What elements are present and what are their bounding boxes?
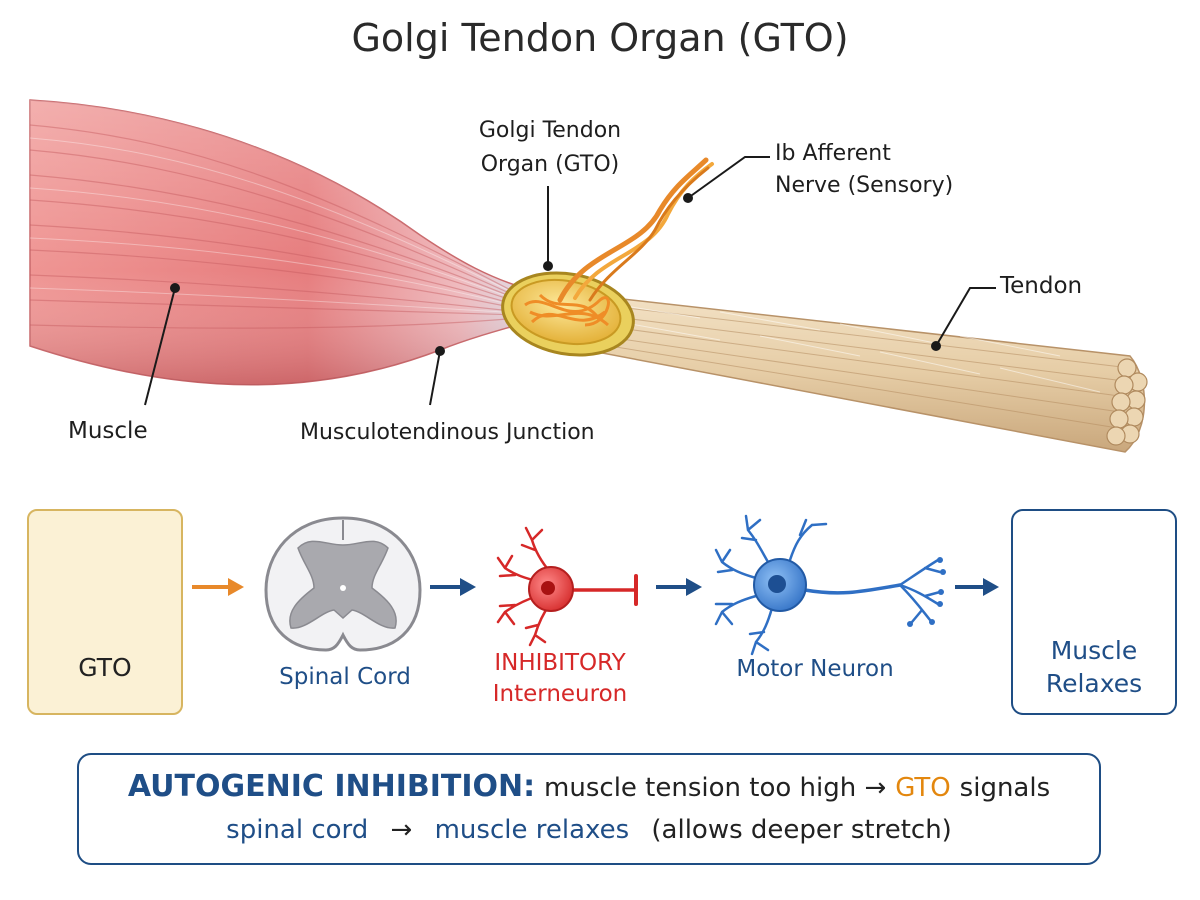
junction-label: Musculotendinous Junction xyxy=(300,420,595,445)
summary-box: AUTOGENIC INHIBITION: muscle tension too… xyxy=(77,753,1101,865)
gto-label: Golgi Tendon Organ (GTO) xyxy=(460,114,640,182)
muscle-relaxes-label: Muscle Relaxes xyxy=(1011,634,1177,700)
summary-gto: GTO xyxy=(895,773,951,803)
summary-arrow: → xyxy=(390,815,413,845)
muscle-relaxes-line2: Relaxes xyxy=(1045,669,1143,698)
gto-label-dot xyxy=(543,261,553,271)
summary-spinal: spinal cord xyxy=(226,815,369,845)
gto-pathway-label: GTO xyxy=(78,653,132,682)
nerve-label-dot xyxy=(683,193,693,203)
nerve-label-line2: Nerve (Sensory) xyxy=(775,173,954,198)
motor-neuron-nucleus xyxy=(768,575,786,593)
muscle-label-dot xyxy=(170,283,180,293)
interneuron-label-line1: INHIBITORY xyxy=(494,650,626,676)
tendon-end-fibers xyxy=(1106,358,1148,446)
interneuron-label-line2: Interneuron xyxy=(492,681,628,707)
summary-heading: AUTOGENIC INHIBITION: xyxy=(127,769,536,804)
gto-pathway-box xyxy=(27,509,183,715)
summary-signals: signals xyxy=(959,773,1051,803)
arrow-gto-to-spinal xyxy=(192,578,244,596)
interneuron-nucleus xyxy=(541,581,555,595)
junction-label-dot xyxy=(435,346,445,356)
arrow-spinal-to-interneuron xyxy=(430,578,476,596)
gto-label-line2: Organ (GTO) xyxy=(480,152,620,177)
gto-capsule-illustration xyxy=(501,271,635,357)
leader-lines xyxy=(144,156,996,406)
muscle-relaxes-box xyxy=(1011,509,1177,715)
tendon-label: Tendon xyxy=(1000,273,1083,299)
nerve-label-line1: Ib Afferent xyxy=(775,141,891,166)
summary-paren: (allows deeper stretch) xyxy=(651,815,952,845)
spinal-cord-icon xyxy=(264,516,422,652)
motor-neuron-icon xyxy=(714,514,942,656)
muscle-label: Muscle xyxy=(68,418,148,444)
summary-line-2: spinal cord → muscle relaxes (allows dee… xyxy=(79,815,1099,845)
gto-label-line1: Golgi Tendon xyxy=(478,118,622,143)
arrow-motor-to-muscle xyxy=(955,578,999,596)
tendon-illustration xyxy=(559,291,1148,453)
motor-neuron-terminals xyxy=(907,557,946,627)
arrow-interneuron-to-motor xyxy=(656,578,702,596)
spinal-cord-label: Spinal Cord xyxy=(279,664,411,690)
inhibitory-interneuron-icon xyxy=(496,526,638,647)
summary-part1: muscle tension too high → xyxy=(544,773,887,803)
muscle-relaxes-line1: Muscle xyxy=(1050,636,1138,665)
tendon-label-dot xyxy=(931,341,941,351)
motor-neuron-label: Motor Neuron xyxy=(736,656,894,682)
page-title: Golgi Tendon Organ (GTO) xyxy=(351,16,849,60)
muscle-illustration xyxy=(29,99,536,386)
interneuron-label: INHIBITORY Interneuron xyxy=(470,648,650,710)
summary-relaxes: muscle relaxes xyxy=(434,815,630,845)
nerve-label: Ib Afferent Nerve (Sensory) xyxy=(775,138,953,202)
ib-afferent-nerve xyxy=(557,157,714,303)
summary-line-1: AUTOGENIC INHIBITION: muscle tension too… xyxy=(79,769,1099,804)
